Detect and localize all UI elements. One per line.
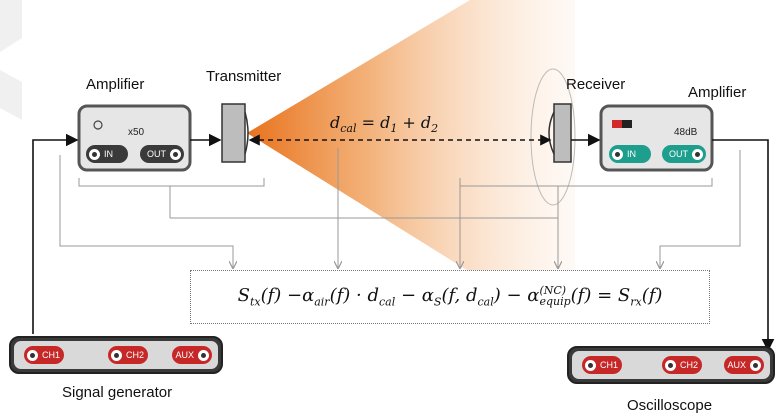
eq-alpha-s-cal-sub: cal <box>477 295 494 309</box>
eq-s-rx-arg: (f) <box>641 285 663 307</box>
transmitter <box>221 103 246 163</box>
oscilloscope-ch1-label: CH1 <box>600 360 619 370</box>
signal-generator-ch1-port[interactable]: CH1 <box>24 346 64 364</box>
distance-sub-2: 2 <box>431 122 439 136</box>
distance-symbol-subscript: cal <box>340 122 357 136</box>
acoustic-beam <box>247 0 575 272</box>
connector-icon <box>612 148 623 160</box>
signal-generator-ch2-label: CH2 <box>126 350 145 360</box>
amplifier-right-in-label: IN <box>627 149 636 159</box>
receiver-label: Receiver <box>566 76 626 93</box>
oscilloscope-aux-port[interactable]: AUX <box>724 356 764 374</box>
connector-icon <box>585 359 596 371</box>
signal-generator-aux-port[interactable]: AUX <box>172 346 212 364</box>
connector-icon <box>27 349 38 361</box>
eq-s-tx-sub: tx <box>249 295 261 309</box>
signal-generator-ch2-port[interactable]: CH2 <box>108 346 148 364</box>
eq-air-sub: air <box>314 295 330 309</box>
eq-s-tx-arg: (f) −α <box>260 285 315 307</box>
amplifier-left-gain: x50 <box>128 127 145 138</box>
connector-icon <box>170 148 181 160</box>
eq-s-tx: S <box>237 285 250 307</box>
oscilloscope-ch1-port[interactable]: CH1 <box>582 356 622 374</box>
amplifier-right-out-port[interactable]: OUT <box>662 145 706 163</box>
distance-equals-d: = d <box>361 113 391 132</box>
eq-alpha-s-close: ) − α <box>493 285 540 307</box>
amplifier-left-in-label: IN <box>104 149 113 159</box>
oscilloscope-label: Oscilloscope <box>627 397 713 414</box>
amplifier-left-led <box>93 120 103 130</box>
amplifier-left-out-port[interactable]: OUT <box>140 145 184 163</box>
amplifier-left-out-label: OUT <box>147 149 166 159</box>
distance-sub-1: 1 <box>390 122 398 136</box>
amplifier-right-gain: 48dB <box>674 127 698 138</box>
transmitter-label: Transmitter <box>206 68 282 85</box>
amplifier-right-in-port[interactable]: IN <box>609 145 651 163</box>
decor-shape-top <box>0 0 22 52</box>
decor-shape-mid <box>0 70 22 120</box>
eq-alpha-s-arg: (f, d <box>441 285 478 307</box>
receiver-face <box>548 111 555 155</box>
connector-icon <box>692 148 703 160</box>
eq-alpha-s-sub: S <box>433 295 442 309</box>
eq-equip-scripts: (NC)equip <box>539 285 570 307</box>
connector-icon <box>198 349 209 361</box>
eq-equip-sup: (NC) <box>539 284 567 298</box>
eq-s-rx-sub: rx <box>630 295 642 309</box>
eq-dcal-sub: cal <box>378 295 396 309</box>
signal-generator-aux-label: AUX <box>175 350 194 360</box>
amplifier-right-switch-indicator <box>612 120 622 128</box>
amplifier-right-label: Amplifier <box>688 84 747 101</box>
amplifier-left-label: Amplifier <box>86 76 145 93</box>
oscilloscope-aux-label: AUX <box>727 360 746 370</box>
signal-generator-ch1-label: CH1 <box>42 350 61 360</box>
amplifier-right-out-label: OUT <box>669 149 688 159</box>
connector-icon <box>750 359 761 371</box>
distance-plus-d: + d <box>397 113 432 132</box>
connector-icon <box>89 148 100 160</box>
eq-air-arg: (f) · d <box>329 285 379 307</box>
connector-icon <box>665 359 676 371</box>
signal-generator-label: Signal generator <box>62 384 173 401</box>
distance-symbol: d <box>330 113 341 132</box>
distance-formula: dcal = d1 + d2 <box>330 113 438 135</box>
eq-minus-alpha-s: − α <box>395 285 434 307</box>
connector-lines <box>59 148 741 268</box>
oscilloscope-ch2-label: CH2 <box>680 360 699 370</box>
connector-icon <box>111 349 122 361</box>
amplifier-left-in-port[interactable]: IN <box>86 145 128 163</box>
eq-equip-sub: equip <box>539 295 571 309</box>
receiver <box>553 103 572 163</box>
arrow-generator-to-amp <box>32 133 79 334</box>
oscilloscope-ch2-port[interactable]: CH2 <box>662 356 702 374</box>
eq-equip-arg: (f) = S <box>570 285 631 307</box>
equation: Stx(f) −αair(f) · dcal − αS(f, dcal) − α… <box>238 285 663 309</box>
equation-box: Stx(f) −αair(f) · dcal − αS(f, dcal) − α… <box>190 270 710 324</box>
arrow-amp-to-oscilloscope <box>712 139 775 352</box>
transmitter-face <box>244 111 249 155</box>
